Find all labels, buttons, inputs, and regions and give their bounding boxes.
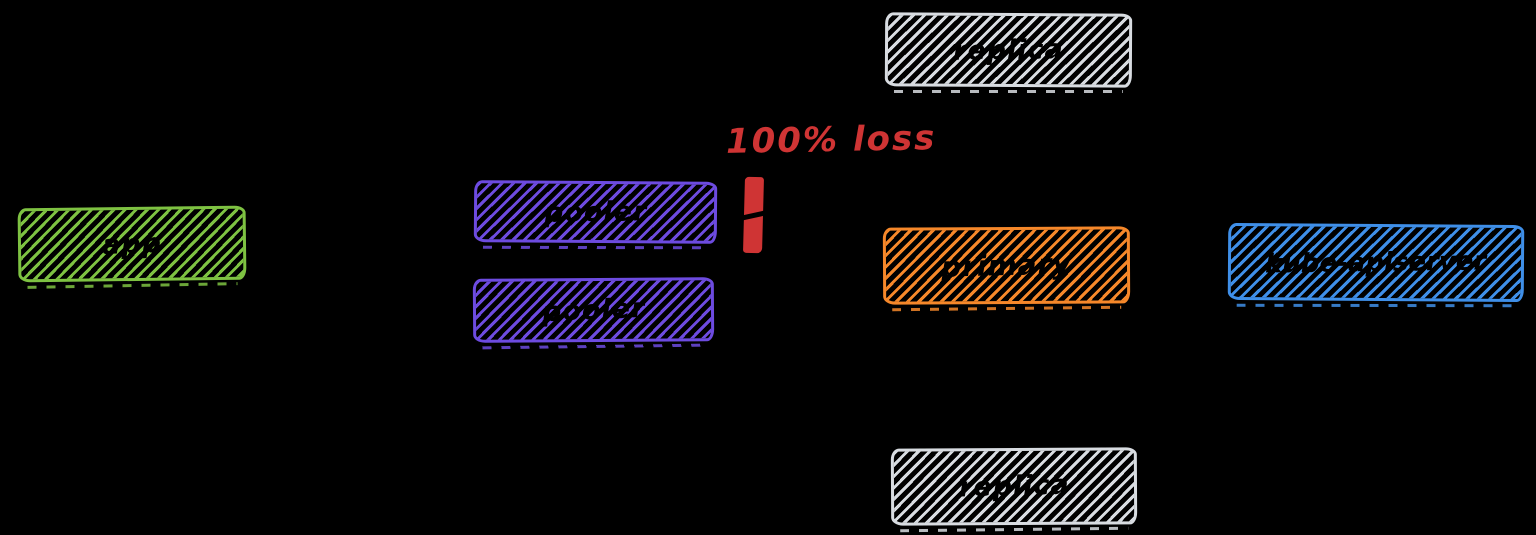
node-kube-apiserver: kube-apiserver — [1227, 222, 1525, 303]
node-label: kube-apiserver — [1265, 245, 1487, 280]
broken-connection-marker — [737, 176, 770, 254]
node-app: app — [17, 205, 247, 283]
node-label: primary — [940, 247, 1073, 284]
node-label: replica — [958, 469, 1070, 504]
node-pooler-2: pooler — [472, 277, 715, 343]
node-primary: primary — [882, 226, 1131, 305]
node-label: pooler — [541, 292, 646, 328]
slash-line-icon — [737, 209, 770, 222]
node-replica-bottom: replica — [890, 447, 1138, 526]
node-replica-top: replica — [884, 12, 1133, 88]
loss-annotation: 100% loss — [725, 118, 937, 162]
node-label: app — [101, 227, 163, 261]
node-label: replica — [952, 33, 1065, 67]
node-pooler-1: pooler — [473, 180, 718, 244]
node-label: pooler — [543, 195, 648, 229]
